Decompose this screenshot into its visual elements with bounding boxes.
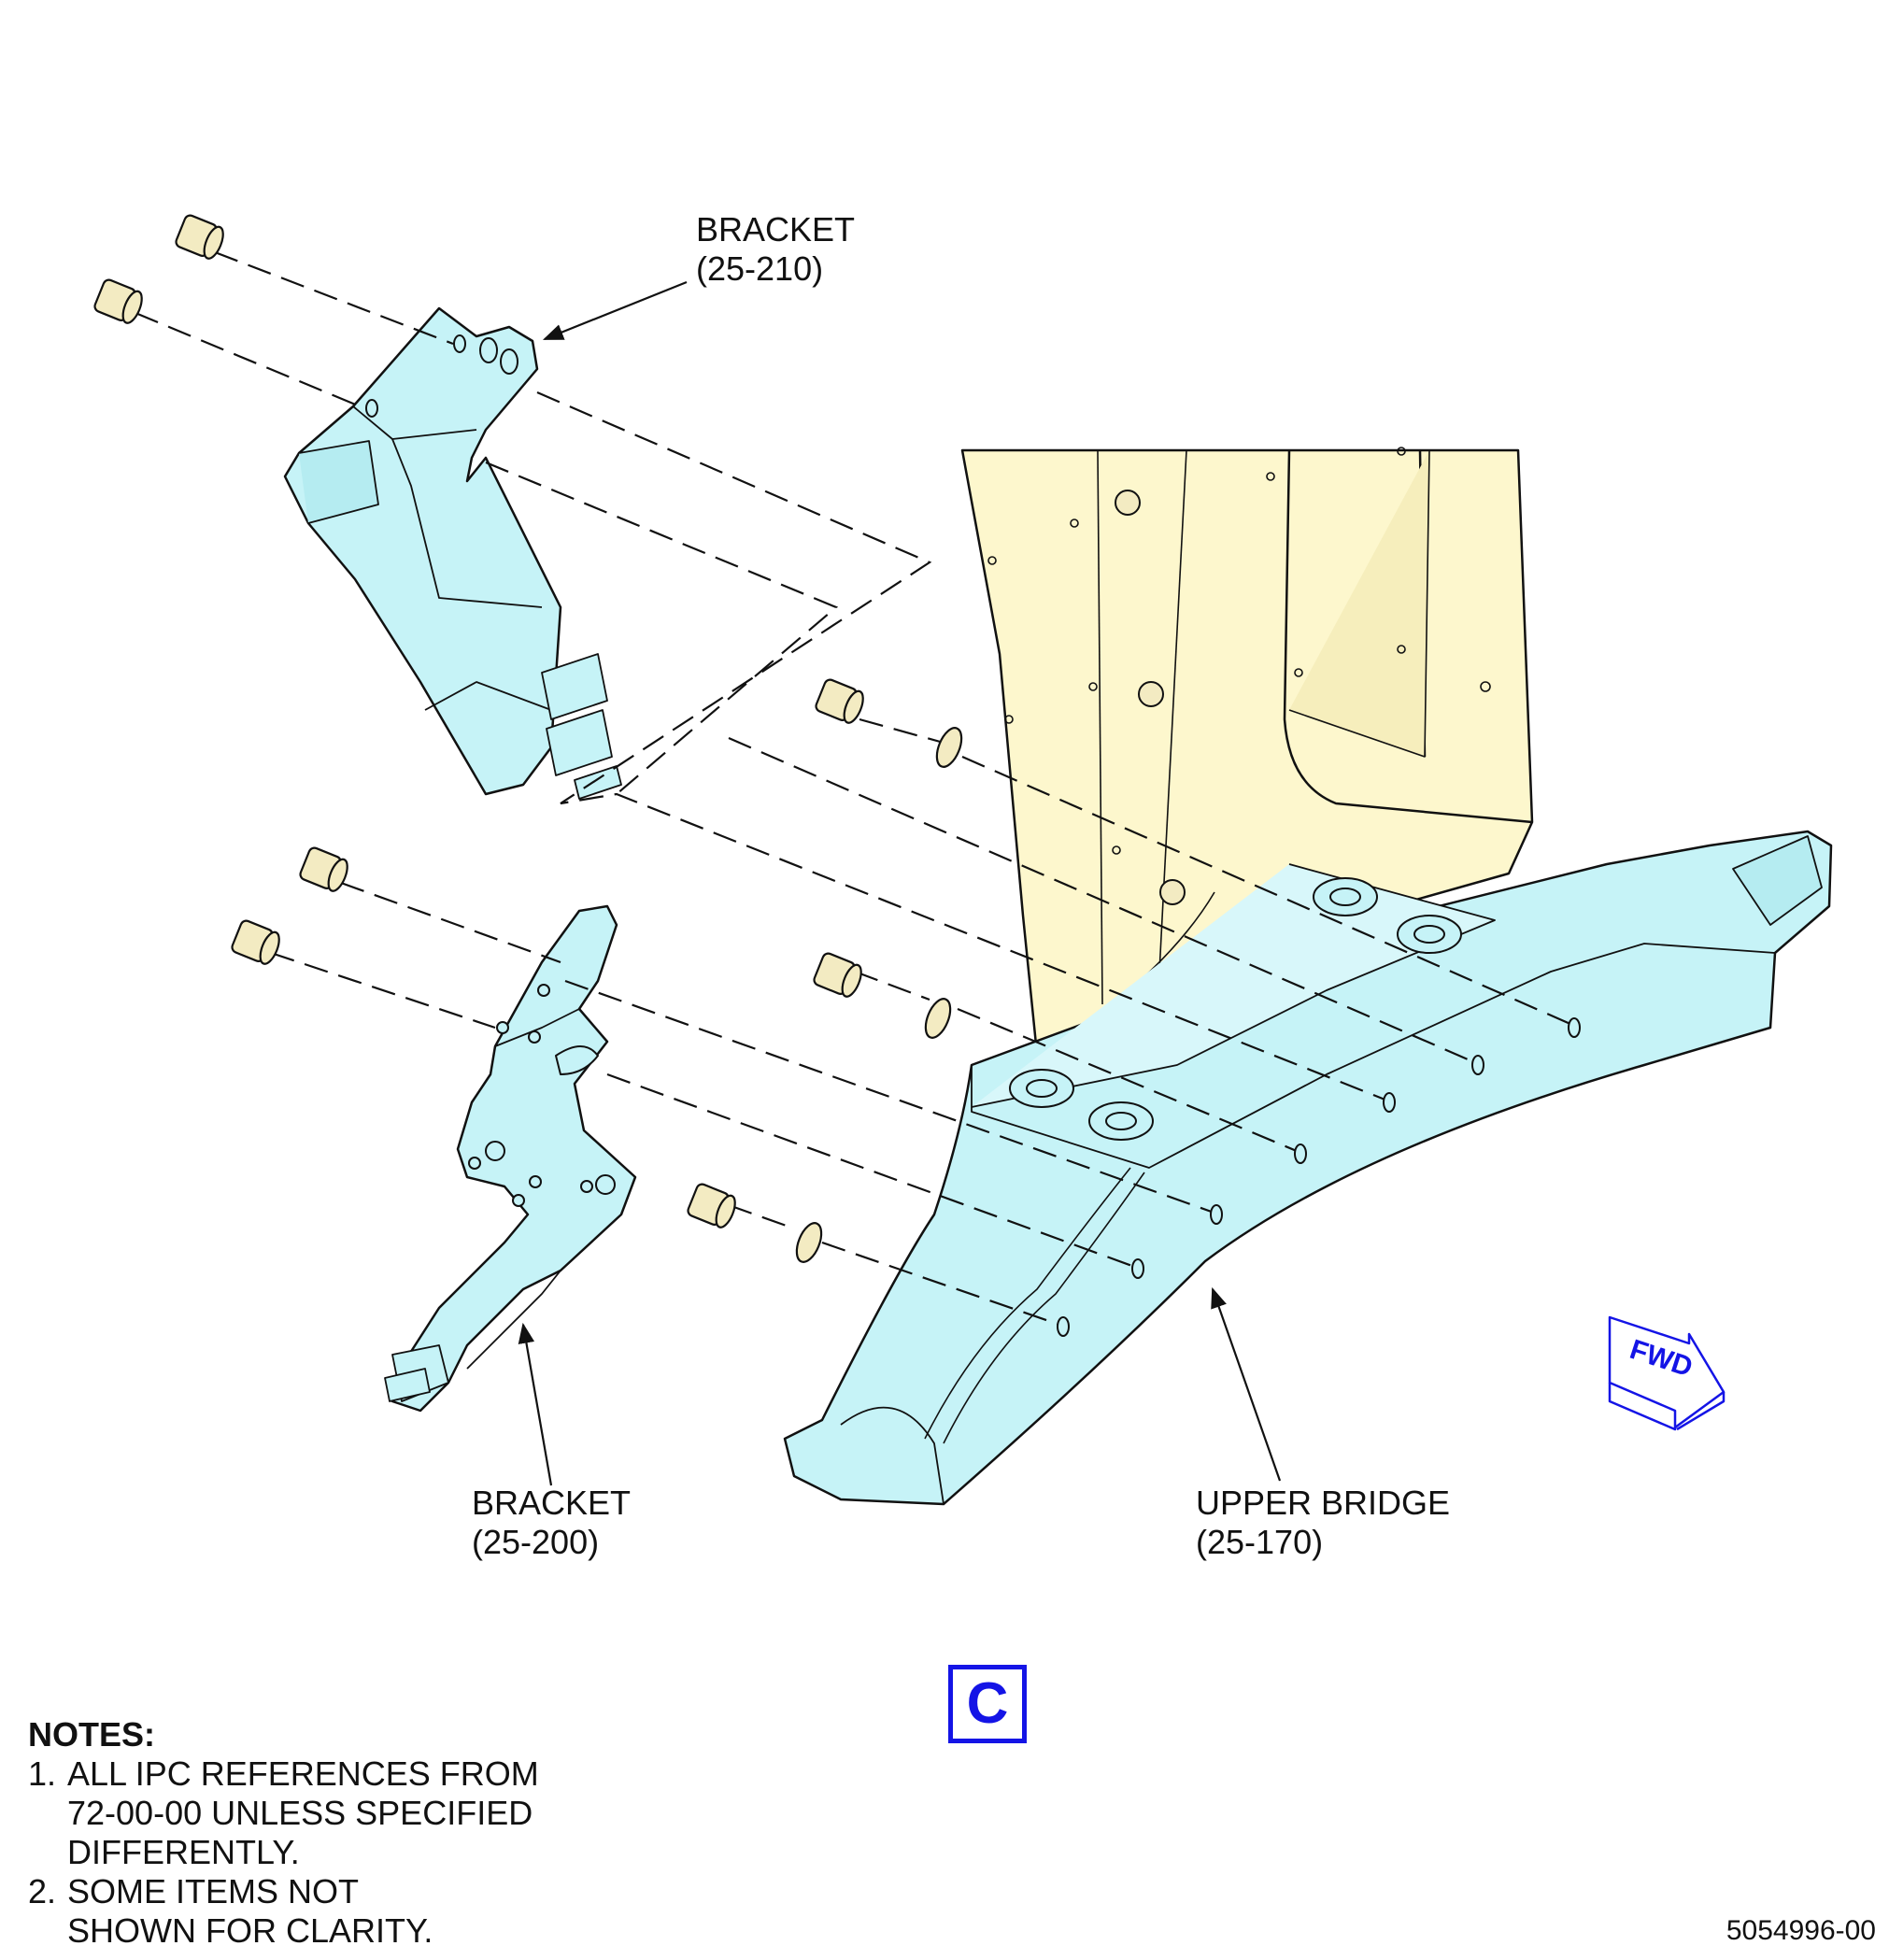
bracket-bottom-ref: (25-200)	[472, 1523, 600, 1561]
note-text: ALL IPC REFERENCES FROM 72-00-00 UNLESS …	[67, 1754, 539, 1871]
bracket-bottom-part	[384, 904, 637, 1413]
upper-bridge-label: UPPER BRIDGE (25-170)	[1196, 1484, 1450, 1562]
note-text: SOME ITEMS NOT SHOWN FOR CLARITY.	[67, 1872, 433, 1950]
note-item: 1. ALL IPC REFERENCES FROM 72-00-00 UNLE…	[28, 1754, 539, 1872]
assembly-lines-bottom	[270, 881, 1304, 1328]
bracket-top-name: BRACKET	[696, 210, 856, 249]
notes-block: NOTES: 1. ALL IPC REFERENCES FROM 72-00-…	[28, 1715, 539, 1951]
bracket-top-ref: (25-210)	[696, 249, 824, 288]
note-item: 2. SOME ITEMS NOT SHOWN FOR CLARITY.	[28, 1872, 539, 1951]
collar-nuts	[93, 214, 864, 1229]
bracket-top-part	[283, 306, 622, 800]
bracket-bottom-label: BRACKET (25-200)	[472, 1484, 631, 1562]
upper-bridge-name: UPPER BRIDGE	[1196, 1484, 1451, 1522]
bracket-bottom-name: BRACKET	[472, 1484, 632, 1522]
bolt-ends	[1057, 1017, 1581, 1337]
drawing-number: 5054996-00	[1726, 1915, 1876, 1946]
fwd-arrow-icon: FWD	[1608, 1315, 1726, 1431]
notes-title: NOTES:	[28, 1715, 156, 1754]
bracket-top-label: BRACKET (25-210)	[696, 210, 855, 289]
washers	[795, 727, 963, 1263]
upper-bridge	[783, 830, 1833, 1506]
leader-lines	[518, 280, 1282, 1486]
upper-bridge-ref: (25-170)	[1196, 1523, 1324, 1561]
note-number: 1.	[28, 1754, 57, 1793]
view-letter: C	[948, 1665, 1027, 1743]
assembly-lines-top	[135, 250, 1580, 1104]
note-number: 2.	[28, 1872, 57, 1910]
